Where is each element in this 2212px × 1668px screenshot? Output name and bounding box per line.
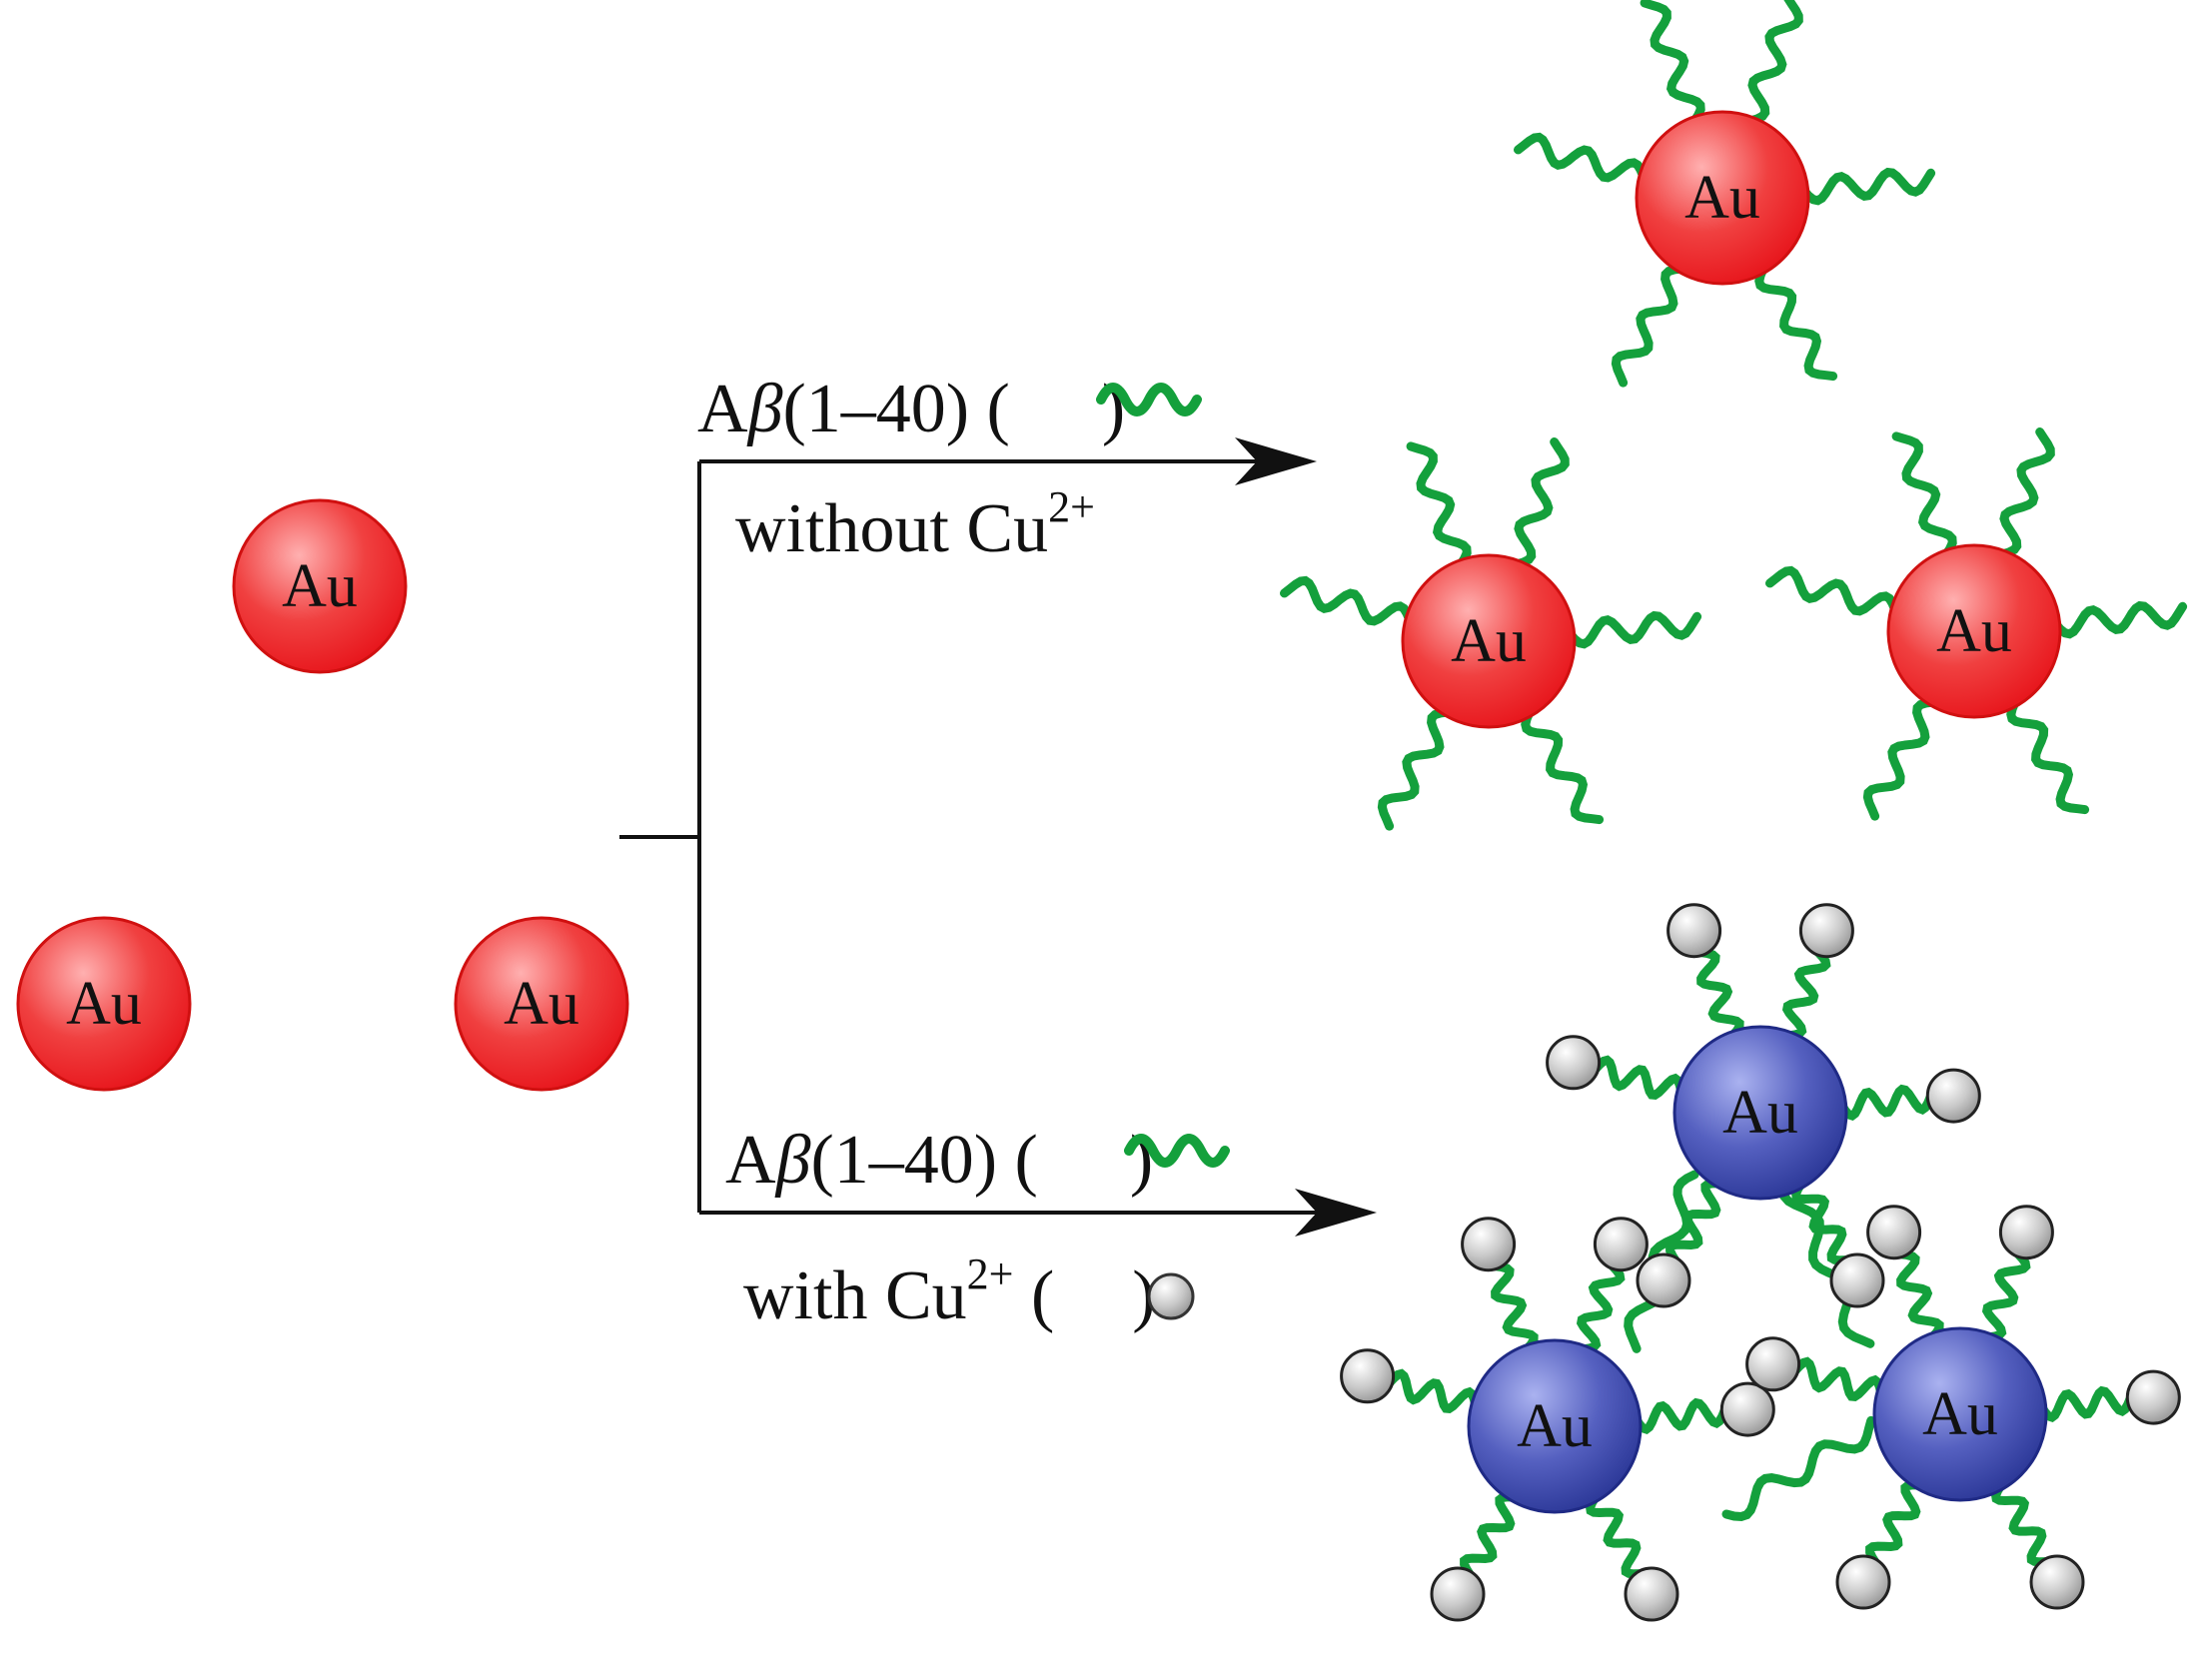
copper-ion-icon: [1340, 1348, 1396, 1404]
aggregated-particle: Au: [1745, 1205, 2181, 1610]
copper-ion-icon: [1798, 903, 1854, 959]
peptide-chain: [1640, 0, 1705, 126]
copper-ion-icon: [2125, 1369, 2181, 1425]
peptide-chain: [1754, 264, 1838, 382]
peptide-chain: [1799, 167, 1936, 206]
gold-particle-sphere: [1886, 543, 2062, 719]
peptide-chain: [1484, 1260, 1539, 1354]
peptide-chain: [1576, 1255, 1626, 1354]
peptide-chain: [1377, 707, 1453, 831]
peptide-chain: [1781, 942, 1831, 1041]
aggregated-particle: Au: [1546, 903, 1981, 1308]
peptide-chain: [1997, 427, 2055, 559]
peptide-chain: [1585, 1492, 1653, 1579]
dispersed-coated-particle: Au: [1514, 0, 1936, 388]
peptide-chain: [2037, 1385, 2138, 1422]
copper-ion-icon: [1998, 1205, 2054, 1260]
peptide-chain: [1632, 1397, 1732, 1434]
peptide-chain: [1837, 1084, 1938, 1121]
copper-ion-icon: [1745, 1336, 1801, 1392]
bottom-arrowhead-icon: [1295, 1189, 1377, 1237]
copper-ion-icon: [1593, 1217, 1649, 1272]
peptide-chain: [1721, 1415, 1876, 1522]
gold-particle-sphere: [454, 916, 629, 1092]
peptide-chain: [2051, 600, 2188, 639]
copper-ion-icon: [1546, 1035, 1602, 1091]
dispersed-coated-particle: Au: [1765, 427, 2188, 821]
top-reagent-label: Aβ(1–40) (): [697, 371, 1125, 447]
bare-gold-particle: Au: [232, 498, 408, 674]
peptide-chain: [1862, 697, 1938, 821]
dispersed-coated-particle: Au: [1280, 437, 1702, 831]
copper-ion-icon: [2029, 1554, 2085, 1610]
particle-label: Au: [504, 970, 579, 1038]
peptide-chain: [1460, 1492, 1519, 1585]
particle-label: Au: [1451, 607, 1527, 675]
gold-particle-sphere: [1467, 1338, 1643, 1514]
peptide-chain: [1765, 565, 1900, 616]
copper-ion-icon: [1866, 1205, 1922, 1260]
peptide-chain: [1280, 575, 1415, 626]
particle-label: Au: [1517, 1392, 1593, 1460]
copper-ion-icon: [1461, 1217, 1517, 1272]
aggregated-particle: Au: [1340, 1217, 1775, 1622]
peptide-chain: [1380, 1368, 1481, 1414]
peptide-chain: [1889, 1249, 1944, 1342]
peptide-chain: [1990, 1480, 2058, 1567]
top-condition-label: without Cu2+: [735, 482, 1095, 567]
particle-label: Au: [282, 552, 358, 620]
particle-label: Au: [1936, 597, 2012, 665]
top-legend-peptide-icon: [1096, 383, 1202, 417]
gold-particle-sphere: [1635, 110, 1810, 286]
copper-ion-icon: [1636, 1252, 1691, 1308]
bottom-legend-peptide-icon: [1124, 1134, 1230, 1168]
copper-ion-icon: [1835, 1554, 1891, 1610]
peptide-chain: [1665, 1179, 1724, 1271]
peptide-chain: [1512, 437, 1570, 569]
peptide-chain: [1790, 1179, 1858, 1265]
particle-label: Au: [1922, 1380, 1998, 1448]
peptide-chain: [1891, 431, 1957, 559]
peptide-chain: [1566, 610, 1702, 649]
peptide-chain: [1981, 1244, 2031, 1342]
copper-ion-icon: [1719, 1381, 1775, 1437]
peptide-chain: [2006, 697, 2090, 815]
peptide-chain: [1406, 441, 1472, 569]
bottom-condition-label: with Cu2+ (): [743, 1250, 1156, 1334]
copper-ion-icon: [1829, 1252, 1885, 1308]
copper-ion-icon: [1430, 1566, 1486, 1622]
peptide-chain: [1514, 132, 1649, 183]
top-arrowhead-icon: [1235, 437, 1317, 485]
legend-copper-ion-icon: [1147, 1272, 1195, 1320]
peptide-chain: [1745, 0, 1803, 126]
gold-particle-sphere: [1672, 1025, 1848, 1201]
copper-ion-icon: [1624, 1566, 1679, 1622]
particle-label: Au: [1722, 1079, 1798, 1147]
reaction-arrows: [619, 459, 1321, 1215]
bottom-reagent-label: Aβ(1–40) (): [725, 1122, 1153, 1199]
copper-ion-icon: [1666, 903, 1722, 959]
peptide-chain: [1586, 1055, 1686, 1101]
gold-particle-sphere: [232, 498, 408, 674]
bare-gold-particle: Au: [454, 916, 629, 1092]
particle-label: Au: [66, 970, 142, 1038]
peptide-chain: [1611, 264, 1686, 388]
peptide-chain: [1689, 947, 1744, 1041]
peptide-chain: [1785, 1356, 1886, 1402]
gold-particle-sphere: [1401, 553, 1577, 729]
bare-gold-particle: Au: [16, 916, 192, 1092]
particle-label: Au: [1684, 164, 1760, 232]
gold-particle-sphere: [1872, 1326, 2048, 1502]
peptide-chain: [1865, 1480, 1924, 1573]
gold-particle-sphere: [16, 916, 192, 1092]
copper-ion-icon: [1925, 1068, 1981, 1124]
peptide-chain: [1521, 707, 1605, 825]
peptide-chain: [1777, 1170, 1875, 1348]
